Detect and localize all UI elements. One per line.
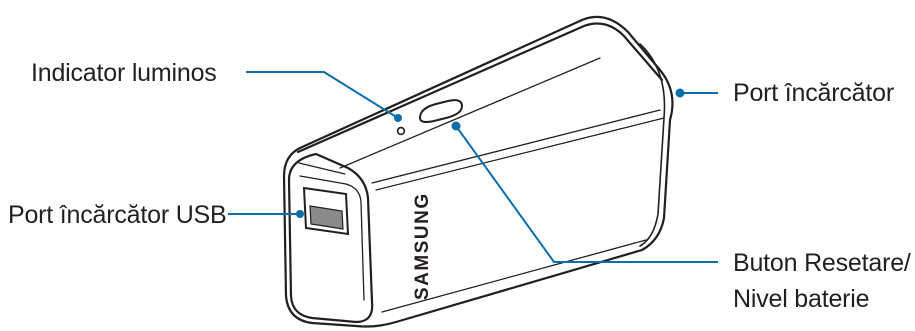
label-reset-button-line2: Nivel baterie	[733, 285, 870, 313]
dot-usb-port	[296, 210, 304, 218]
label-indicator: Indicator luminos	[31, 59, 217, 87]
reset-button	[418, 99, 464, 123]
side-bevel-lower	[375, 117, 665, 191]
led-indicator	[396, 126, 406, 136]
front-face-bevel-top	[298, 162, 346, 175]
rear-face-edge	[639, 43, 666, 247]
battery-pack-outline	[282, 15, 674, 328]
brand-logo: SAMSUNG	[412, 192, 433, 300]
leader-dots	[296, 88, 685, 218]
top-face-edge	[296, 22, 664, 154]
front-face-bevel	[299, 175, 365, 301]
battery-pack	[282, 15, 674, 328]
leader-lines	[228, 71, 718, 263]
top-inner-line	[339, 57, 601, 169]
front-face-outline	[287, 152, 374, 324]
side-bevel-bottom	[381, 239, 647, 313]
dot-reset-button	[451, 121, 461, 131]
label-usb-port: Port încărcător USB	[8, 201, 227, 229]
leader-indicator	[246, 71, 399, 119]
leader-reset-button	[455, 125, 718, 263]
side-bevel-upper	[371, 109, 661, 184]
label-reset-button-line1: Buton Resetare/	[733, 249, 911, 277]
label-charger-port: Port încărcător	[733, 79, 894, 107]
dot-indicator	[394, 114, 402, 122]
dot-charger-port	[675, 88, 685, 98]
usb-port	[302, 186, 350, 236]
